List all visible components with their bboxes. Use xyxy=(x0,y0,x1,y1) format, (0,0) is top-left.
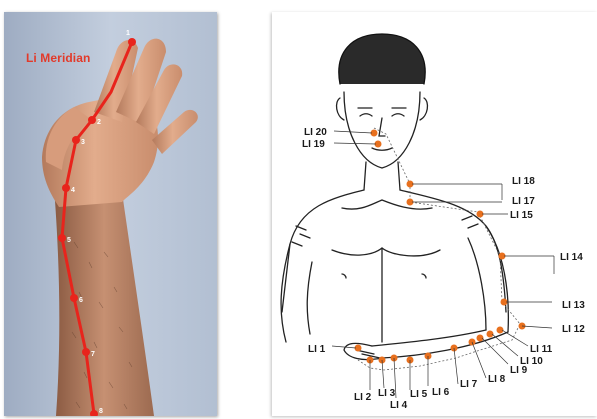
body-line-drawing: LI 20 LI 19 LI 18 LI 17 LI 15 LI 14 LI 1… xyxy=(272,12,597,416)
label-li18: LI 18 xyxy=(512,176,535,187)
diagram-points xyxy=(355,130,526,364)
photo-point-number: 4 xyxy=(71,187,75,194)
hand-photo-panel: 1 2 3 4 5 6 7 8 Li Meridian xyxy=(4,12,217,416)
body-diagram-panel: LI 20 LI 19 LI 18 LI 17 LI 15 LI 14 LI 1… xyxy=(272,12,597,416)
hand-illustration: 1 2 3 4 5 6 7 8 xyxy=(4,12,217,416)
photo-point-7 xyxy=(82,348,90,356)
photo-point-number: 5 xyxy=(67,237,71,244)
photo-point-number: 7 xyxy=(91,351,95,358)
label-li13: LI 13 xyxy=(562,300,585,311)
label-li19: LI 19 xyxy=(302,139,325,150)
label-li12: LI 12 xyxy=(562,324,585,335)
photo-point-number: 3 xyxy=(81,139,85,146)
photo-point-number: 8 xyxy=(99,408,103,415)
label-li1: LI 1 xyxy=(308,344,326,355)
label-li7: LI 7 xyxy=(460,379,478,390)
figure-outline xyxy=(281,34,508,360)
photo-point-3 xyxy=(72,136,80,144)
label-li3: LI 3 xyxy=(378,388,396,399)
label-li15: LI 15 xyxy=(510,210,533,221)
label-li5: LI 5 xyxy=(410,389,428,400)
label-li11: LI 11 xyxy=(530,344,553,355)
photo-point-5 xyxy=(58,234,66,242)
photo-point-1 xyxy=(128,38,136,46)
photo-point-4 xyxy=(62,184,70,192)
label-li8: LI 8 xyxy=(488,374,506,385)
photo-point-number: 2 xyxy=(97,119,101,126)
label-li6: LI 6 xyxy=(432,387,450,398)
photo-point-6 xyxy=(70,294,78,302)
photo-title: Li Meridian xyxy=(26,51,90,65)
photo-point-2 xyxy=(88,116,96,124)
label-li20: LI 20 xyxy=(304,127,327,138)
label-li2: LI 2 xyxy=(354,392,372,403)
photo-point-number: 6 xyxy=(79,297,83,304)
photo-point-number: 1 xyxy=(126,30,130,37)
label-li17: LI 17 xyxy=(512,196,535,207)
label-li4: LI 4 xyxy=(390,400,408,411)
label-li14: LI 14 xyxy=(560,252,583,263)
label-li9: LI 9 xyxy=(510,365,528,376)
